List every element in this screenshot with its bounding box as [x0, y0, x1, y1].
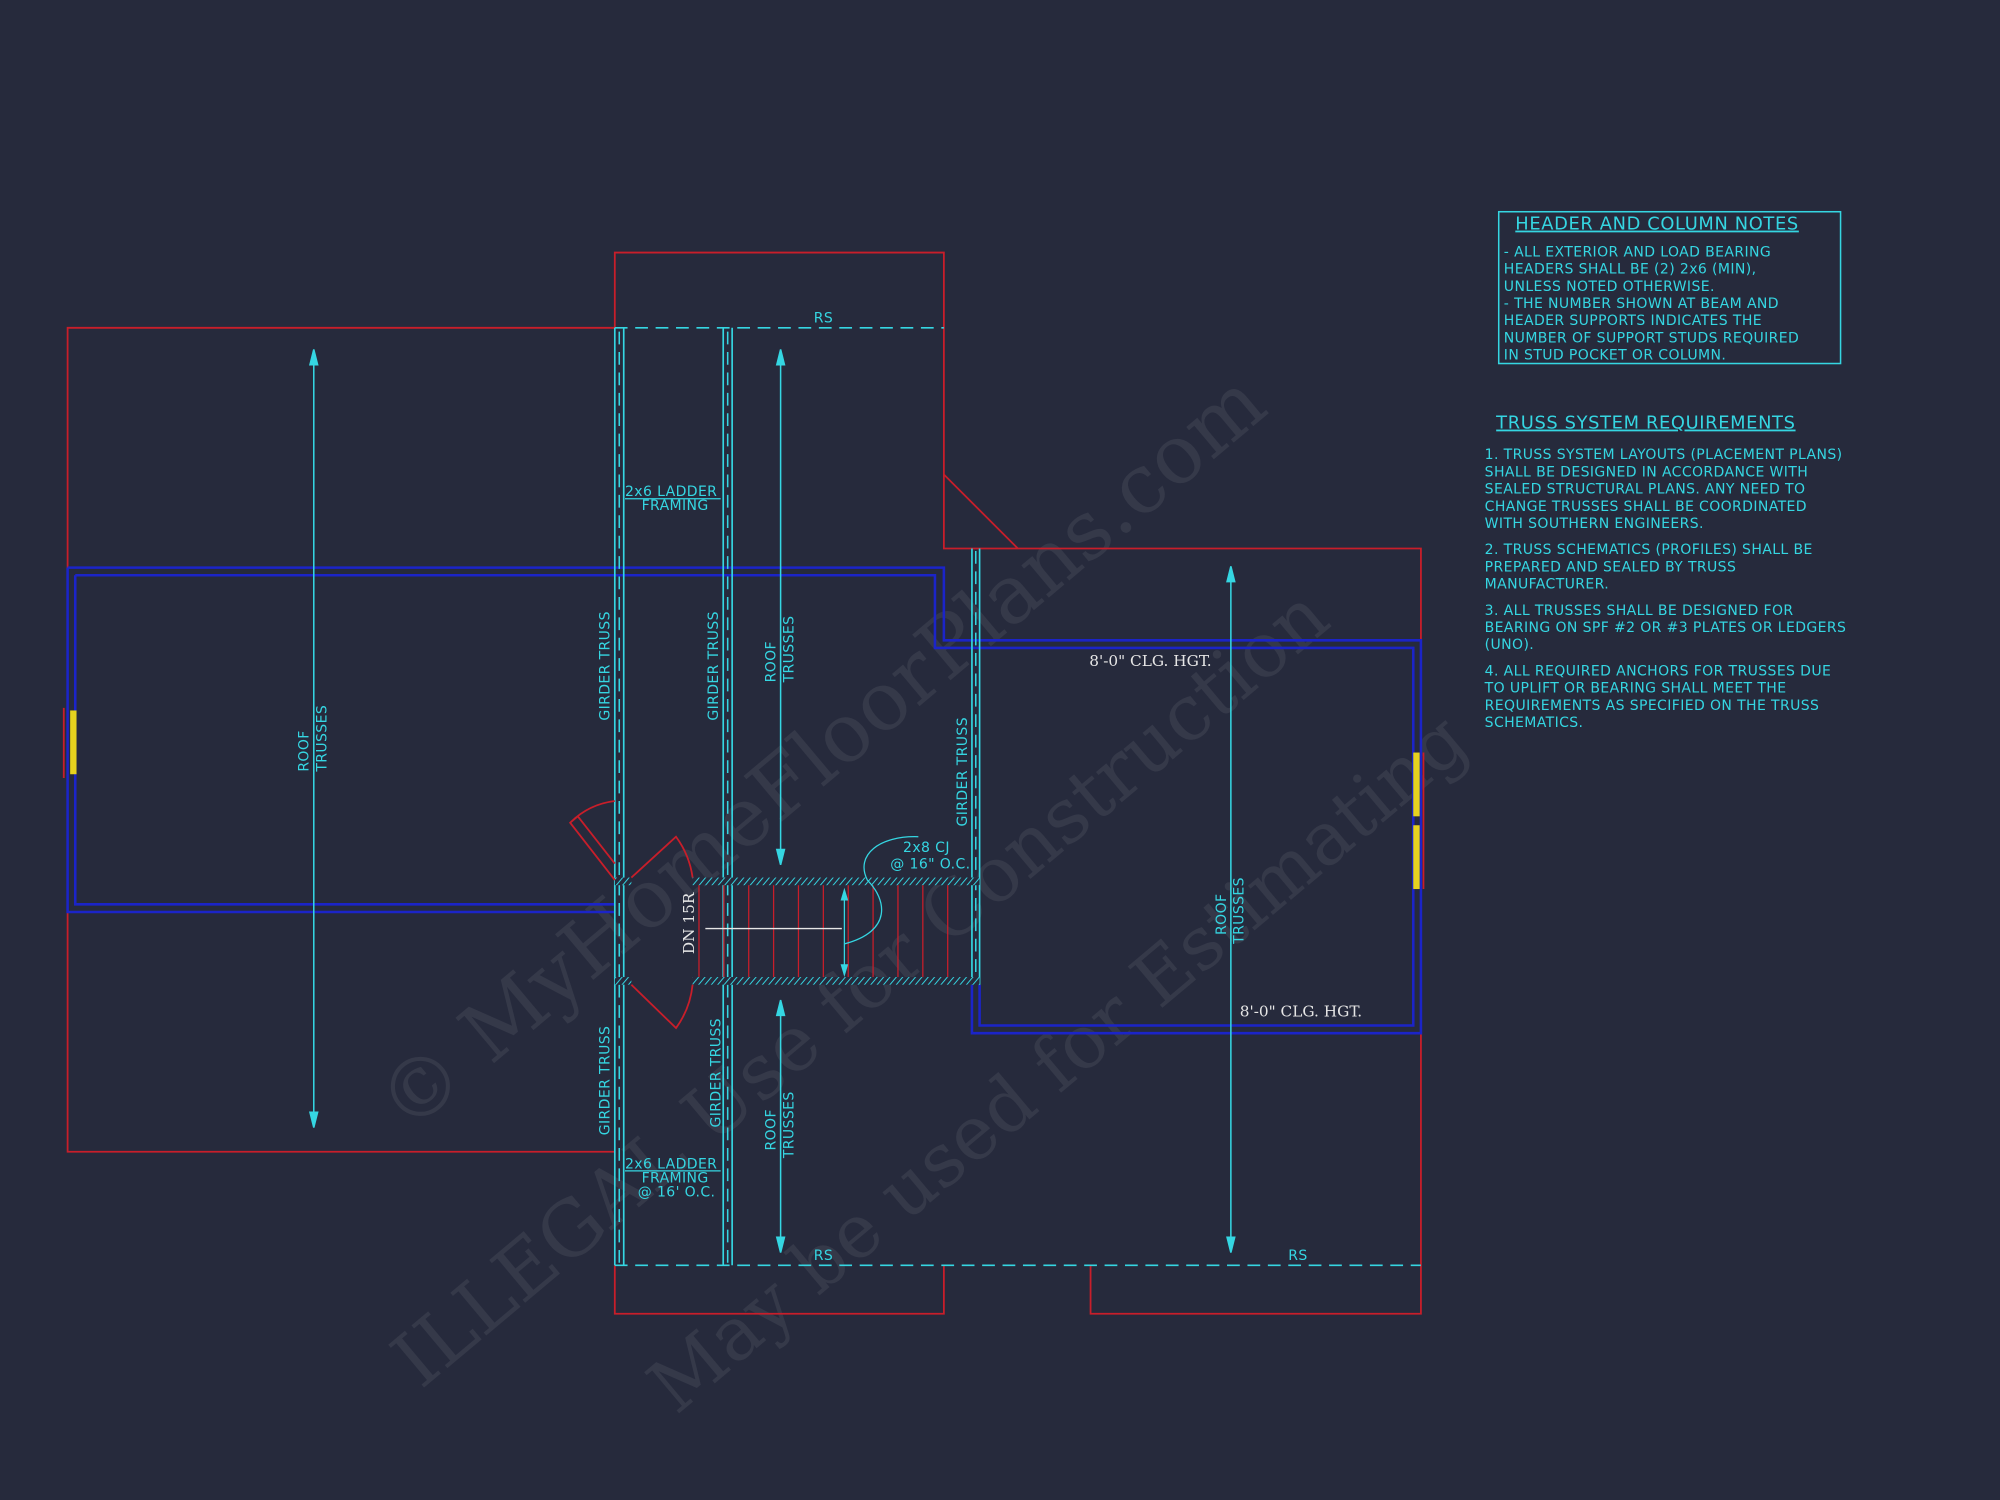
notes-title: HEADER AND COLUMN NOTES	[1515, 214, 1799, 235]
roof-trusses-label: ROOF	[1214, 894, 1230, 935]
window	[70, 710, 77, 775]
requirement-line: (UNO).	[1485, 637, 1534, 653]
stair-wall	[692, 977, 980, 985]
ceiling-height-label: 8'-0" CLG. HGT.	[1089, 652, 1211, 670]
doors	[568, 800, 694, 1030]
window	[1413, 825, 1420, 890]
windows	[70, 710, 1420, 890]
span-arrows	[308, 349, 1236, 1253]
requirement-line: 4. ALL REQUIRED ANCHORS FOR TRUSSES DUE	[1485, 663, 1832, 679]
requirement-line: 3. ALL TRUSSES SHALL BE DESIGNED FOR	[1485, 603, 1794, 619]
girder-truss-label: GIRDER TRUSS	[706, 611, 722, 721]
requirement-line: TO UPLIFT OR BEARING SHALL MEET THE	[1484, 681, 1787, 697]
girder-truss-label: GIRDER TRUSS	[709, 1018, 725, 1128]
requirement-line: WITH SOUTHERN ENGINEERS.	[1485, 516, 1704, 532]
requirements-title: TRUSS SYSTEM REQUIREMENTS	[1495, 413, 1795, 434]
ceiling-joist-label: 2x8 CJ	[903, 840, 950, 856]
roof-trusses-label: ROOF	[297, 730, 313, 771]
ladder-framing-note-top: 2x6 LADDER FRAMING	[625, 484, 721, 514]
stair-wall	[692, 877, 980, 886]
rs-label: RS	[814, 311, 833, 327]
note-line: IN STUD POCKET OR COLUMN.	[1504, 348, 1726, 364]
girder-truss-label: GIRDER TRUSS	[955, 717, 971, 827]
ladder-label: @ 16' O.C.	[638, 1184, 716, 1200]
framing-labels: ROOF TRUSSES ROOF TRUSSES ROOF TRUSSES R…	[297, 611, 1248, 1159]
ceiling-joist-label: @ 16" O.C.	[890, 857, 970, 873]
note-line: - ALL EXTERIOR AND LOAD BEARING	[1504, 244, 1771, 260]
note-line: - THE NUMBER SHOWN AT BEAM AND	[1504, 296, 1779, 312]
note-line: NUMBER OF SUPPORT STUDS REQUIRED	[1504, 330, 1799, 346]
roof-trusses-label: ROOF	[764, 1109, 780, 1150]
ladder-label: 2x6 LADDER	[625, 484, 717, 500]
ladder-label: FRAMING	[642, 1170, 709, 1186]
ceiling-height-label: 8'-0" CLG. HGT.	[1240, 1003, 1362, 1021]
ladder-label: 2x6 LADDER	[625, 1156, 717, 1172]
requirement-line: MANUFACTURER.	[1485, 577, 1609, 593]
roof-trusses-label: TRUSSES	[315, 705, 331, 773]
roof-trusses-label: TRUSSES	[781, 616, 797, 684]
note-line: HEADER SUPPORTS INDICATES THE	[1504, 313, 1762, 329]
requirement-line: 1. TRUSS SYSTEM LAYOUTS (PLACEMENT PLANS…	[1485, 447, 1843, 463]
note-line: UNLESS NOTED OTHERWISE.	[1504, 279, 1715, 295]
roof-trusses-label: TRUSSES	[781, 1091, 797, 1159]
walls	[66, 566, 1423, 1035]
header-column-notes: HEADER AND COLUMN NOTES - ALL EXTERIOR A…	[1497, 210, 1842, 365]
ladder-label: FRAMING	[642, 498, 709, 514]
requirement-line: SEALED STRUCTURAL PLANS. ANY NEED TO	[1485, 482, 1806, 498]
requirement-line: SHALL BE DESIGNED IN ACCORDANCE WITH	[1485, 464, 1809, 480]
girder-truss-label: GIRDER TRUSS	[598, 1026, 614, 1136]
requirement-line: BEARING ON SPF #2 OR #3 PLATES OR LEDGER…	[1485, 620, 1847, 636]
requirement-line: 2. TRUSS SCHEMATICS (PROFILES) SHALL BE	[1485, 542, 1813, 558]
roof-trusses-label: TRUSSES	[1232, 877, 1248, 945]
stair-label: DN 15R	[680, 892, 698, 954]
requirement-line: SCHEMATICS.	[1485, 715, 1584, 731]
girder-trusses	[613, 327, 981, 1266]
requirement-line: CHANGE TRUSSES SHALL BE COORDINATED	[1485, 499, 1807, 515]
rs-label: RS	[1288, 1248, 1307, 1264]
ladder-framing-note-bottom: 2x6 LADDER FRAMING @ 16' O.C.	[625, 1156, 721, 1200]
truss-system-requirements: TRUSS SYSTEM REQUIREMENTS 1. TRUSS SYSTE…	[1484, 413, 1847, 731]
girder-truss-label: GIRDER TRUSS	[598, 611, 614, 721]
requirement-line: PREPARED AND SEALED BY TRUSS	[1485, 559, 1737, 575]
note-line: HEADERS SHALL BE (2) 2x6 (MIN),	[1504, 262, 1757, 278]
roof-trusses-label: ROOF	[764, 641, 780, 682]
window	[1413, 752, 1420, 817]
rs-label: RS	[814, 1248, 833, 1264]
stair: DN 15R 2x8 CJ @ 16" O.C.	[614, 836, 980, 985]
requirement-line: REQUIREMENTS AS SPECIFIED ON THE TRUSS	[1485, 698, 1820, 714]
